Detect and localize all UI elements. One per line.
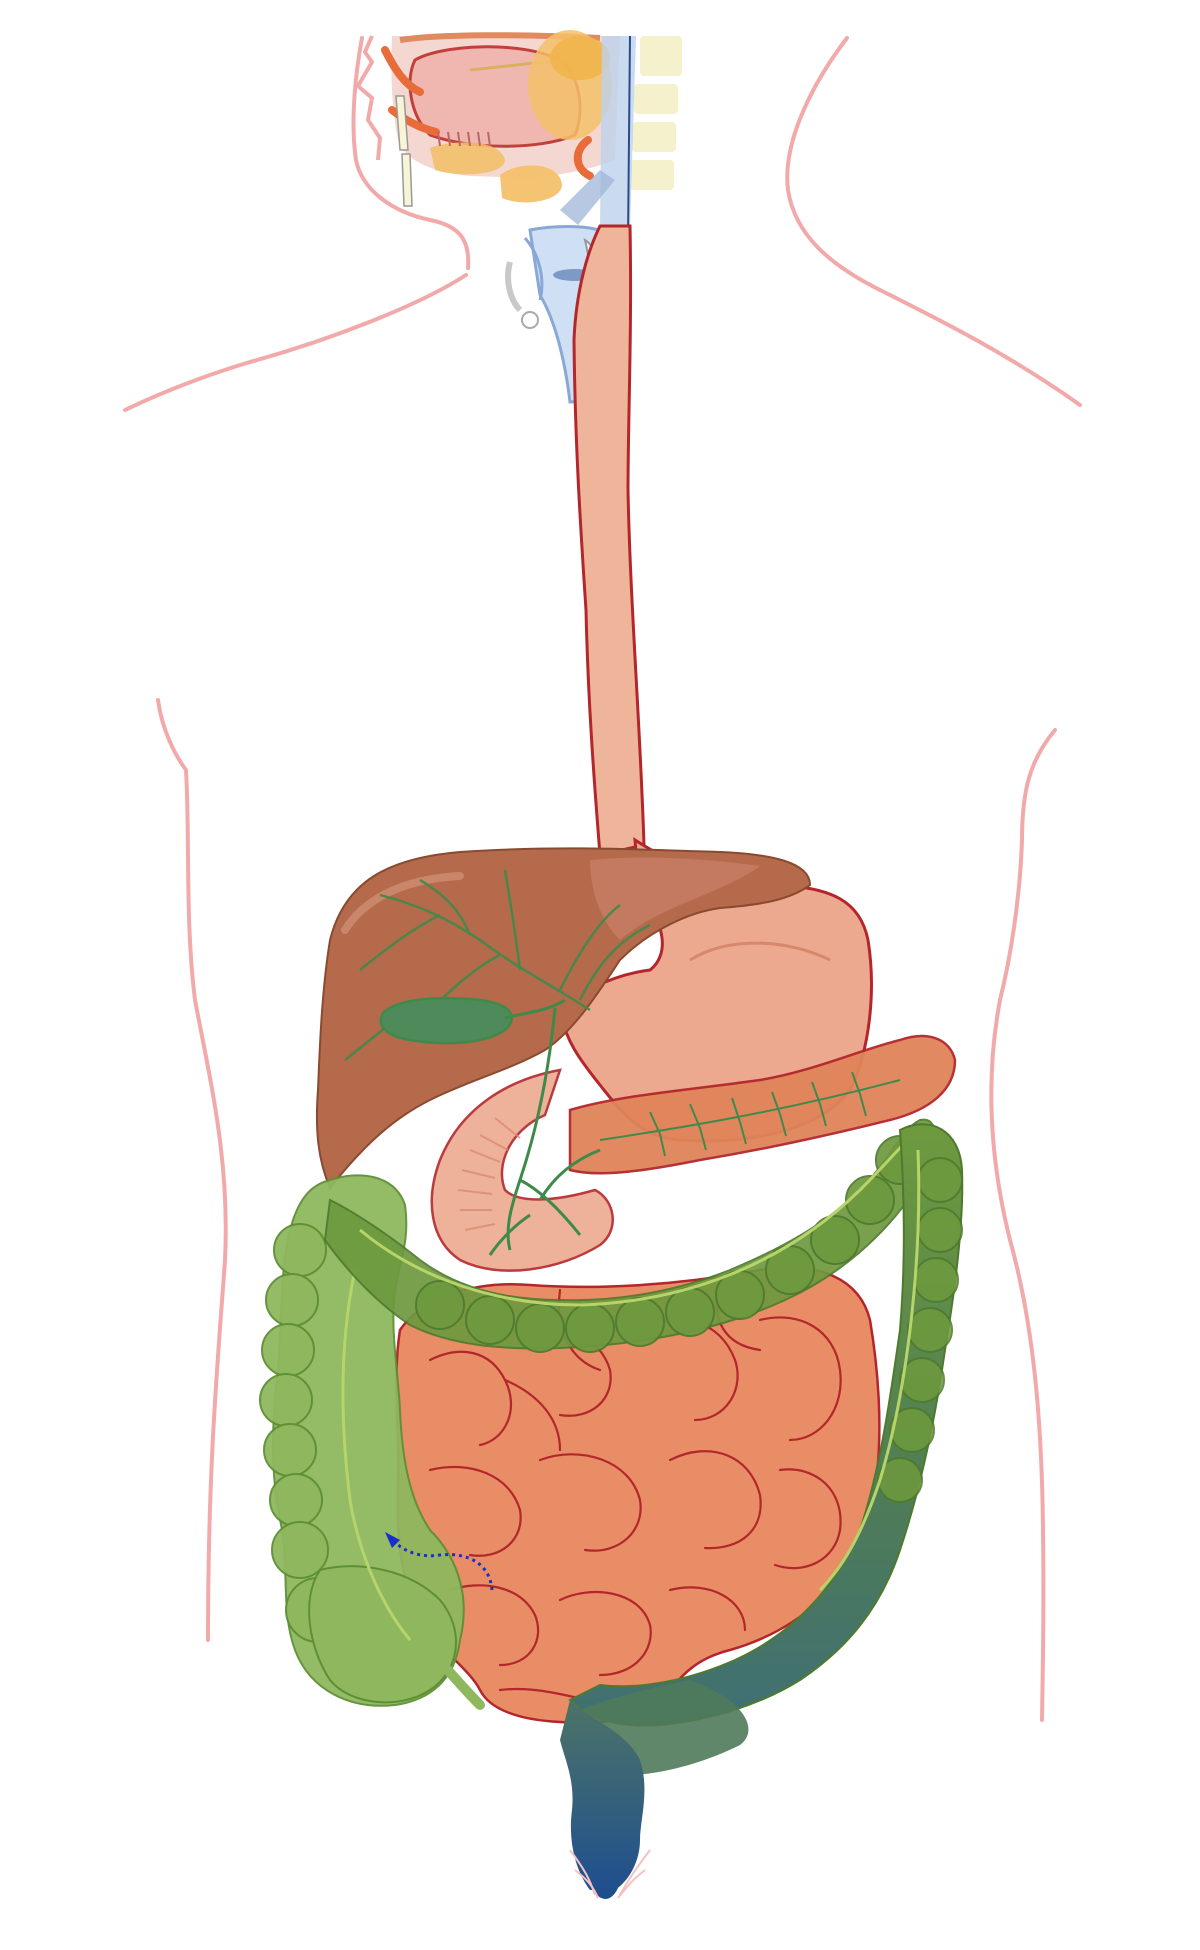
bile-duct	[488, 998, 601, 1256]
anal-sphincter	[569, 1849, 651, 1899]
rectum	[560, 1700, 645, 1890]
stomach-fold	[689, 941, 831, 962]
duodenum-folds	[457, 1117, 521, 1231]
descending-taenia	[818, 1149, 921, 1592]
face-profile-outline	[355, 35, 383, 161]
liver-transparent-overlap	[590, 857, 760, 940]
ileocecal-flow-arrow	[385, 1532, 494, 1591]
tongue-papillae	[437, 131, 491, 147]
transverse-taenia	[359, 1128, 921, 1307]
lower-teeth	[401, 153, 413, 207]
torso-left-outline	[156, 698, 228, 1642]
shoulder-left-outline	[123, 273, 468, 412]
cervical-spine	[630, 36, 682, 190]
hyoid-bone	[505, 261, 523, 313]
parotid-gland-lobe	[550, 36, 610, 80]
pancreas	[568, 1034, 957, 1175]
neck-right-outline	[785, 36, 882, 292]
lower-lip	[388, 106, 440, 136]
liver	[315, 847, 812, 1190]
esophagus	[572, 224, 646, 857]
upper-lip	[381, 46, 424, 96]
ascending-colon-haustra	[259, 1223, 351, 1643]
shoulder-right-outline	[878, 288, 1082, 407]
epiglottis-fold	[560, 170, 615, 225]
appendix	[415, 1635, 485, 1710]
sublingual-gland	[430, 142, 505, 175]
epiglottis	[573, 136, 594, 180]
body-outline	[123, 36, 1082, 1722]
anus	[592, 1888, 618, 1899]
thyroid-cartilage	[523, 237, 544, 301]
gallbladder	[379, 996, 514, 1045]
torso-right-outline	[989, 728, 1057, 1722]
ascending-taenia	[341, 1269, 412, 1641]
small-gland	[521, 311, 539, 329]
pharynx-wall	[627, 35, 631, 241]
liver-highlight	[341, 872, 464, 934]
mouth-region	[355, 30, 682, 241]
submandibular-gland	[500, 165, 562, 203]
descending-colon-haustra	[877, 1157, 963, 1503]
pancreatic-duct	[599, 1071, 901, 1157]
cecum	[308, 1565, 457, 1704]
transverse-colon-haustra	[415, 1135, 925, 1353]
upper-teeth	[395, 95, 409, 151]
neck-left-outline	[351, 36, 471, 270]
